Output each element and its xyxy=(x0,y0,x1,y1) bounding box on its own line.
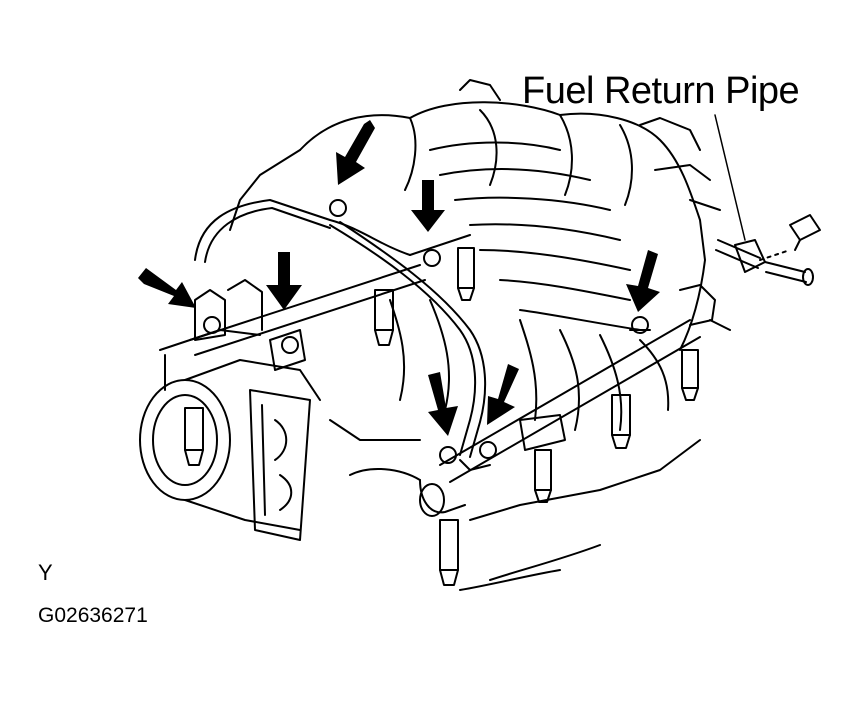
fuel-crossover-pipe xyxy=(194,199,487,458)
arrow-icon xyxy=(428,372,458,436)
arrow-icon xyxy=(626,250,660,312)
intake-runners xyxy=(389,299,670,431)
arrow-icon xyxy=(336,120,375,185)
figure-code: G02636271 xyxy=(38,604,148,627)
arrow-icon xyxy=(266,252,302,310)
arrow-icon xyxy=(487,364,519,425)
fuel-return-pipe-label: Fuel Return Pipe xyxy=(522,70,800,112)
arrow-icon xyxy=(138,268,196,308)
left-fuel-rail xyxy=(184,247,475,466)
corner-letter: Y xyxy=(38,560,53,585)
return-pipe-connector xyxy=(714,114,821,286)
throttle-body xyxy=(139,279,321,541)
arrow-icon xyxy=(411,180,445,232)
mounting-bolts xyxy=(203,199,649,464)
intake-manifold xyxy=(229,79,721,351)
engine-block xyxy=(329,419,701,591)
